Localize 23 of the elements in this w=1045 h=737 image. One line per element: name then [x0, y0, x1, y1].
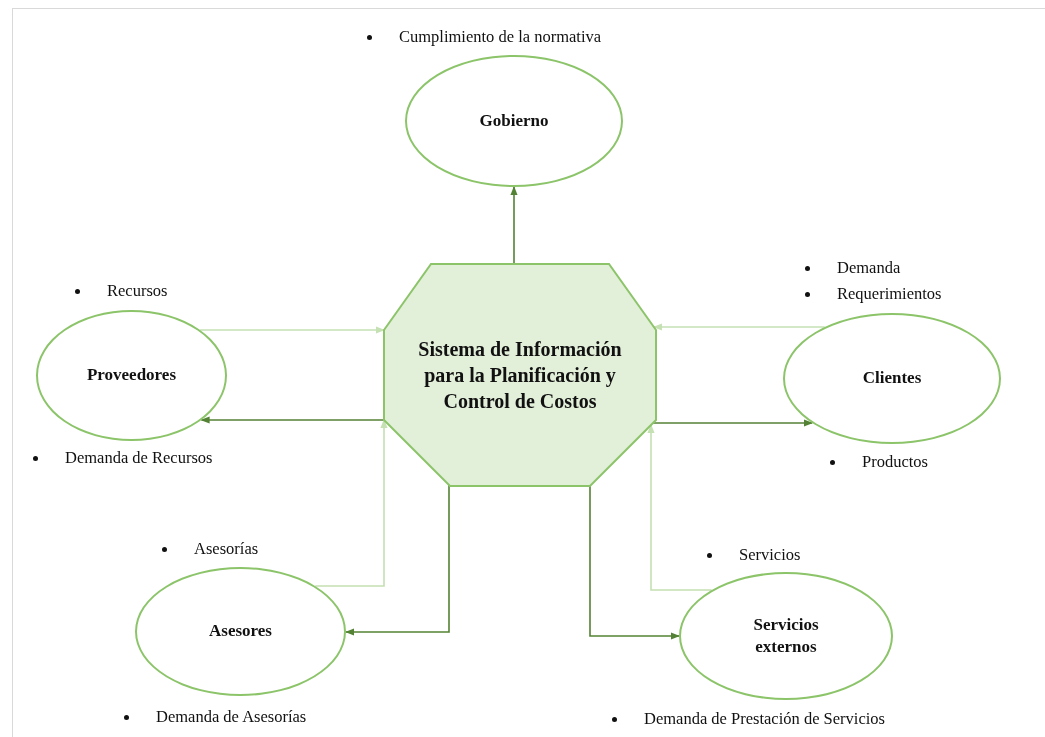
flow-label: Servicios: [739, 545, 801, 565]
node-label: Servicios externos: [752, 613, 820, 658]
arrow: [345, 484, 450, 636]
flow-label: Recursos: [107, 281, 168, 301]
flow-label: Demanda de Asesorías: [156, 707, 307, 727]
node-label: Proveedores: [86, 364, 177, 387]
node-label: Gobierno: [479, 109, 549, 132]
flow-label: Asesorías: [194, 539, 259, 559]
node-label: Sistema de Información para la Planificación y Control de Costos: [417, 337, 623, 414]
flow-label: Demanda: [837, 258, 901, 278]
arrow: [314, 419, 388, 587]
flow-label: Requerimientos: [837, 284, 942, 304]
arrow: [510, 186, 518, 265]
node-label: Clientes: [862, 367, 922, 390]
arrow: [647, 424, 713, 591]
arrow: [589, 485, 680, 640]
flow-label: Demanda de Prestación de Servicios: [644, 709, 885, 729]
flow-label: Demanda de Recursos: [65, 448, 213, 468]
flow-label: Cumplimiento de la normativa: [399, 27, 602, 47]
flow-label: Productos: [862, 452, 928, 472]
arrow: [199, 326, 385, 334]
arrow: [200, 416, 385, 424]
node-label: Asesores: [209, 620, 272, 643]
